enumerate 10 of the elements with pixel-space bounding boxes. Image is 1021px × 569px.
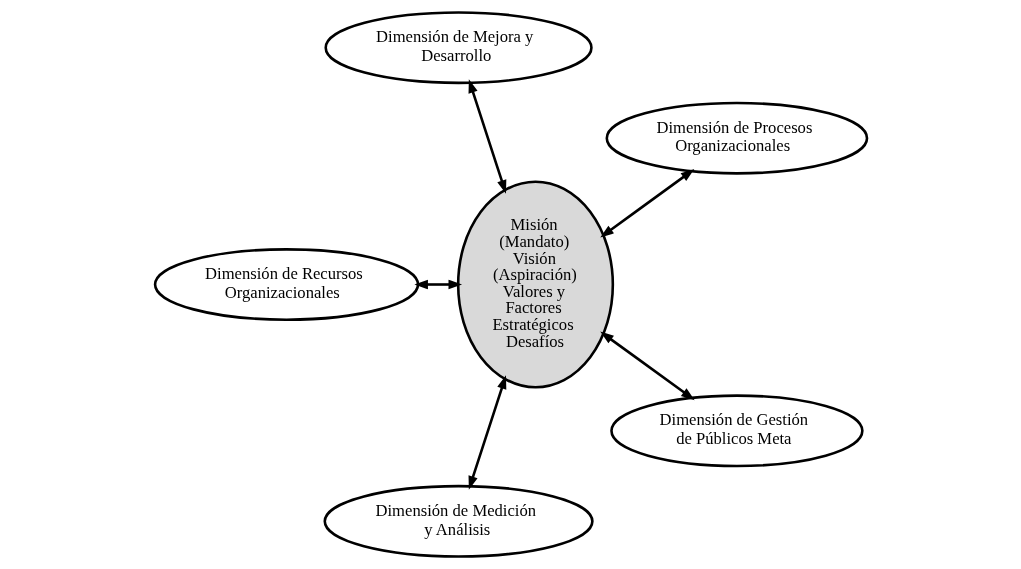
node-ellipse: Dimensión de Mejora y Desarrollo (323, 11, 593, 85)
arrow (599, 169, 694, 238)
arrow (468, 375, 506, 490)
node-ellipse: Dimensión de Medición y Análisis (322, 484, 594, 558)
node-ellipse: Dimensión de Procesos Organizacionales (605, 101, 868, 175)
node-ellipse: Dimensión de Gestión de Públicos Meta (609, 394, 864, 468)
arrow (599, 331, 695, 401)
node-ellipse: Dimensión de Recursos Organizacionales (153, 248, 419, 321)
arrow (468, 79, 506, 194)
arrow (413, 279, 462, 290)
